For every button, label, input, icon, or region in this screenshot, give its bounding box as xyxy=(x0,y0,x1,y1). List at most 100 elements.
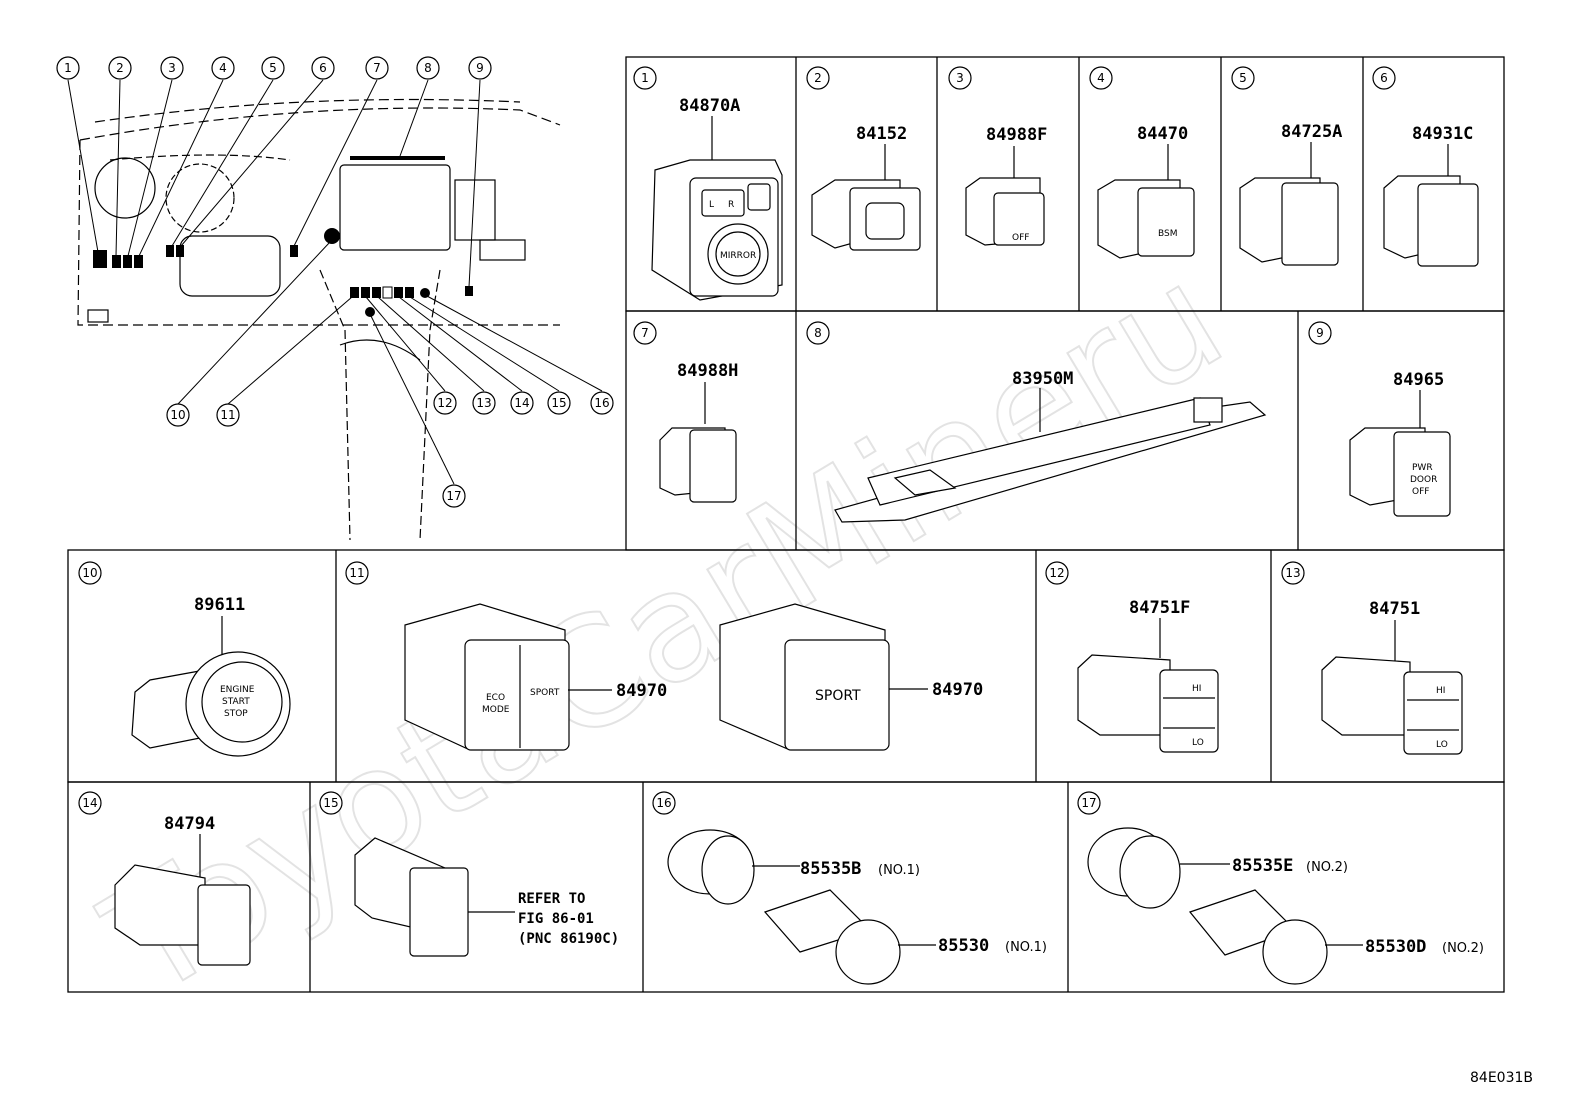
overview-callout-3-label: 3 xyxy=(168,61,176,75)
overview-callout-16: 16 xyxy=(590,391,614,415)
cell-badge-16: 16 xyxy=(652,791,676,815)
switch-84152-sketch xyxy=(811,144,921,251)
lo-label-13: LO xyxy=(1436,740,1448,750)
overview-callout-6-label: 6 xyxy=(319,61,327,75)
part-number-10: 89611 xyxy=(194,595,245,615)
cell-badge-16-label: 16 xyxy=(656,796,671,810)
overview-callout-8: 8 xyxy=(416,56,440,80)
part-sketches: MIRROR L R OFF BSM xyxy=(114,116,1479,985)
part-labels: 84870A 84152 84988F 84470 84725A 84931C … xyxy=(164,96,1484,957)
switch-84794-sketch xyxy=(114,834,251,966)
refer-to-line-3: (PNC 86190C) xyxy=(518,931,619,947)
cell-badge-13-label: 13 xyxy=(1285,566,1300,580)
cell-badge-2-label: 2 xyxy=(814,71,822,85)
switch-84965-sketch: PWR DOOR OFF xyxy=(1349,390,1451,517)
sport-label-b: SPORT xyxy=(815,688,861,704)
overview-callout-3: 3 xyxy=(160,56,184,80)
part-number-16a: 85535B xyxy=(800,859,861,879)
cell-badge-4: 4 xyxy=(1089,66,1113,90)
part-number-16b: 85530 xyxy=(938,936,989,956)
off-label: OFF xyxy=(1012,233,1029,243)
switch-84988F-sketch: OFF xyxy=(965,146,1045,246)
start-label: START xyxy=(222,697,250,707)
mode-label: MODE xyxy=(482,705,510,715)
switch-84988H-sketch xyxy=(659,382,737,503)
part-number-14: 84794 xyxy=(164,814,215,834)
cell-badge-12: 12 xyxy=(1045,561,1069,585)
overview-callout-4: 4 xyxy=(211,56,235,80)
overview-callout-15: 15 xyxy=(547,391,571,415)
mirror-switch-sketch: MIRROR L R xyxy=(651,116,783,301)
seat-heater-84751-sketch: HI LO xyxy=(1321,620,1463,755)
overview-callout-9: 9 xyxy=(468,56,492,80)
overview-callout-16-label: 16 xyxy=(594,396,609,410)
cell-badge-13: 13 xyxy=(1281,561,1305,585)
cell-badge-10: 10 xyxy=(78,561,102,585)
mirror-r-label: R xyxy=(728,200,734,210)
part-note-16b: (NO.1) xyxy=(1005,940,1047,955)
part-number-5: 84725A xyxy=(1281,122,1342,142)
eco-label: ECO xyxy=(486,693,505,703)
cell-badge-12-label: 12 xyxy=(1049,566,1064,580)
part-number-7: 84988H xyxy=(677,361,738,381)
overview-callout-7-label: 7 xyxy=(373,61,381,75)
cell-badge-7-label: 7 xyxy=(641,326,649,340)
cell-badge-4-label: 4 xyxy=(1097,71,1105,85)
door-label: DOOR xyxy=(1410,475,1437,485)
refer-to-line-1: REFER TO xyxy=(518,891,585,907)
overview-callout-13-label: 13 xyxy=(476,396,491,410)
overview-callout-2-label: 2 xyxy=(116,61,124,75)
part-number-12: 84751F xyxy=(1129,598,1190,618)
switch-86190C-sketch xyxy=(354,837,515,957)
cell-badge-11: 11 xyxy=(345,561,369,585)
lo-label-12: LO xyxy=(1192,738,1204,748)
overview-callout-10-label: 10 xyxy=(170,408,185,422)
part-number-1: 84870A xyxy=(679,96,740,116)
cell-badge-17-label: 17 xyxy=(1081,796,1096,810)
eco-sport-switch-sketch: ECO MODE SPORT xyxy=(404,603,612,751)
hi-label-13: HI xyxy=(1436,686,1445,696)
cell-badge-15-label: 15 xyxy=(323,796,338,810)
watermark: ToyotaCarMineru xyxy=(78,231,1251,1031)
overview-callout-7: 7 xyxy=(365,56,389,80)
part-number-11a: 84970 xyxy=(616,681,667,701)
socket-no2-sketch xyxy=(1087,827,1363,985)
stop-label: STOP xyxy=(224,709,248,719)
part-number-13: 84751 xyxy=(1369,599,1420,619)
cell-badge-8-label: 8 xyxy=(814,326,822,340)
overview-callout-8-label: 8 xyxy=(424,61,432,75)
mirror-label: MIRROR xyxy=(720,251,756,261)
switch-84725A-sketch xyxy=(1239,142,1339,266)
overview-leaders xyxy=(67,79,603,485)
hi-label-12: HI xyxy=(1192,684,1201,694)
overview-callout-1: 1 xyxy=(56,56,80,80)
cell-badge-17: 17 xyxy=(1077,791,1101,815)
dashboard-overview xyxy=(77,98,561,541)
part-number-4: 84470 xyxy=(1137,124,1188,144)
overview-callout-1-label: 1 xyxy=(64,61,72,75)
cell-badge-14-label: 14 xyxy=(82,796,97,810)
seat-heater-84751F-sketch: HI LO xyxy=(1077,618,1219,753)
overview-callout-6: 6 xyxy=(311,56,335,80)
overview-callout-9-label: 9 xyxy=(476,61,484,75)
overview-callout-4-label: 4 xyxy=(219,61,227,75)
engine-label: ENGINE xyxy=(220,685,255,695)
cell-badge-3-label: 3 xyxy=(956,71,964,85)
cell-badge-9-label: 9 xyxy=(1316,326,1324,340)
cell-badge-6-label: 6 xyxy=(1380,71,1388,85)
cell-badge-14: 14 xyxy=(78,791,102,815)
cell-badge-8: 8 xyxy=(806,321,830,345)
cell-badge-2: 2 xyxy=(806,66,830,90)
overview-callout-17-label: 17 xyxy=(446,489,461,503)
engine-start-sketch: ENGINE START STOP xyxy=(131,616,291,757)
overview-callout-10: 10 xyxy=(166,403,190,427)
door-off-label: OFF xyxy=(1412,487,1429,497)
diagram-id: 84E031B xyxy=(1470,1070,1533,1086)
overview-callout-13: 13 xyxy=(472,391,496,415)
part-number-17a: 85535E xyxy=(1232,856,1293,876)
part-number-11b: 84970 xyxy=(932,680,983,700)
part-number-6: 84931C xyxy=(1412,124,1473,144)
cell-badge-6: 6 xyxy=(1372,66,1396,90)
mirror-l-label: L xyxy=(709,200,714,210)
